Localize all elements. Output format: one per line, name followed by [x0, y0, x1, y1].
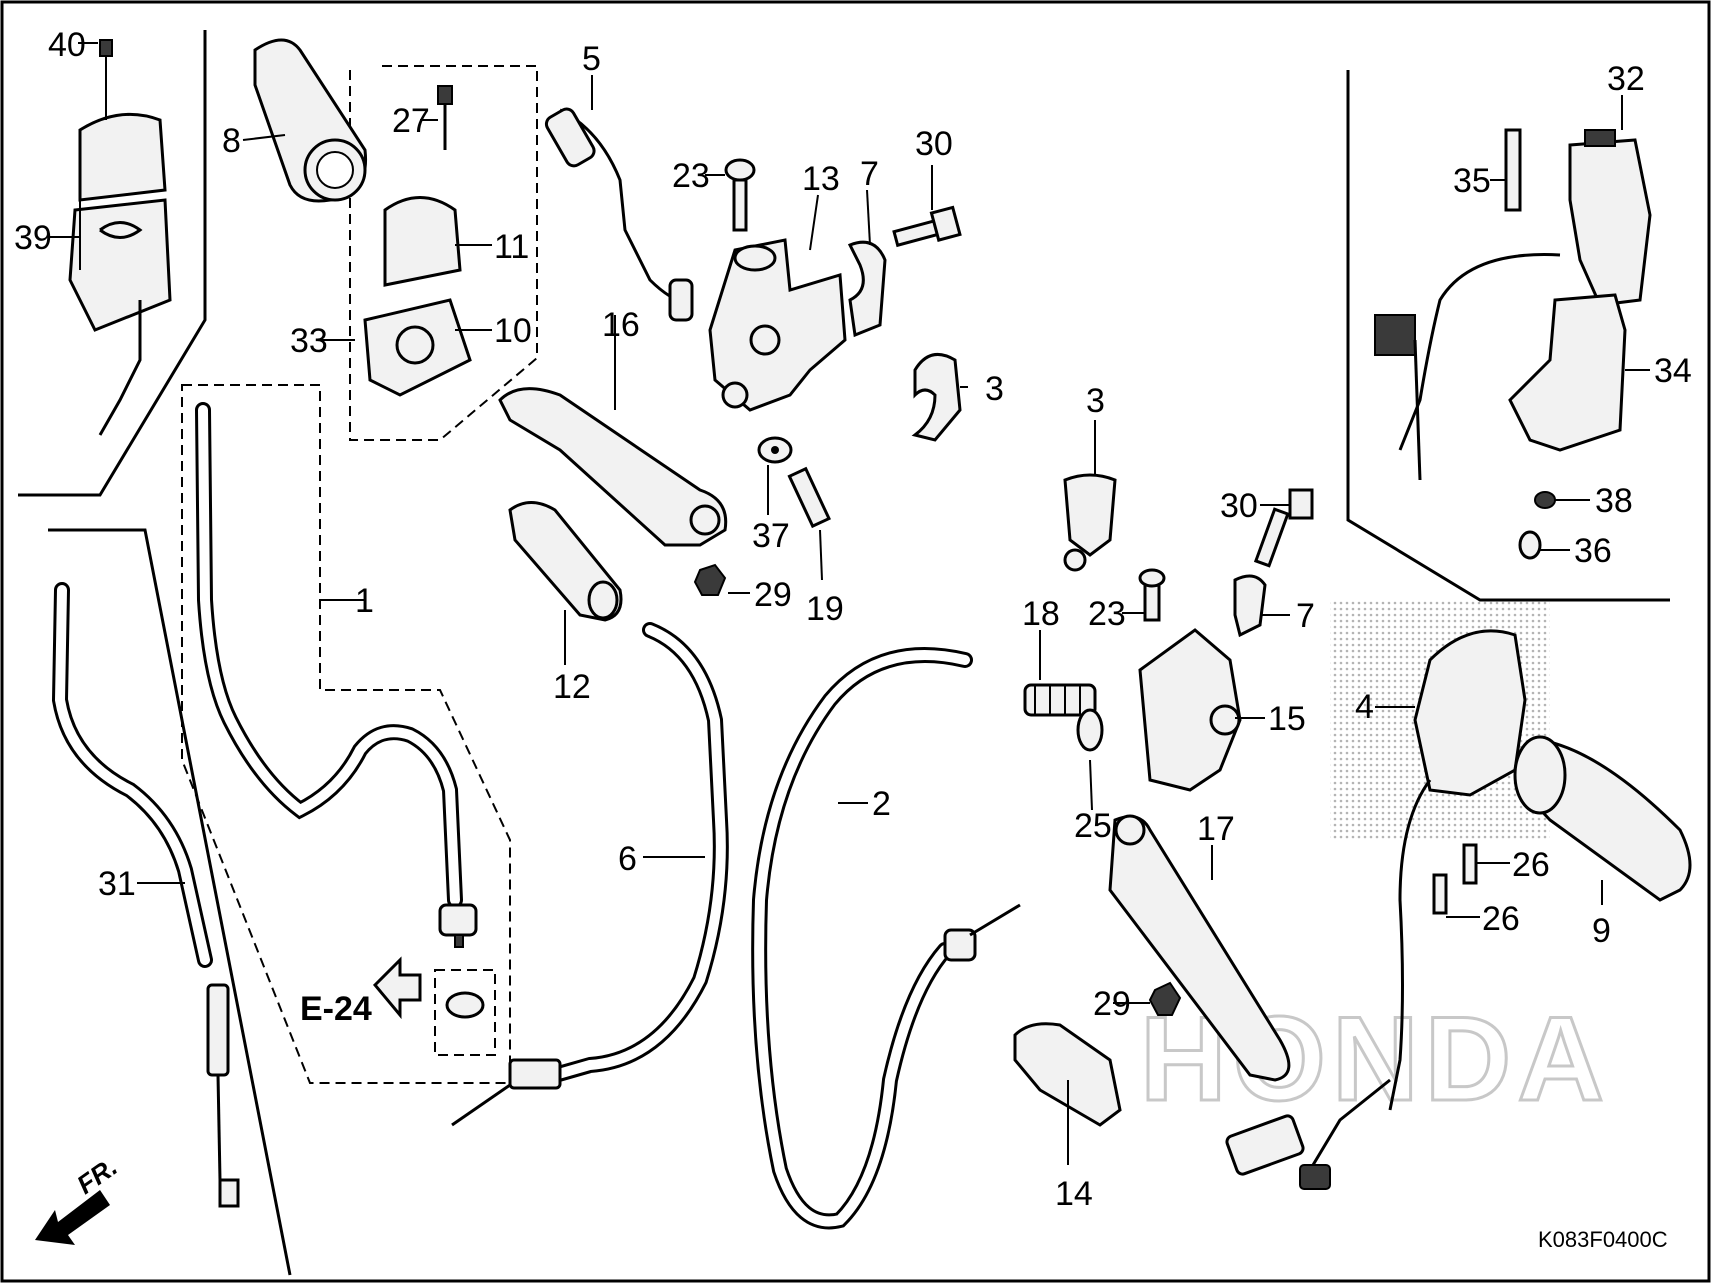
callout-19: 19: [806, 590, 844, 628]
right-grip-9: [1513, 735, 1692, 902]
washer-25: [1076, 708, 1104, 752]
callout-26a: 26: [1512, 846, 1550, 884]
callout-3b: 3: [1086, 382, 1105, 420]
callout-39: 39: [14, 219, 52, 257]
leader-lines: [48, 42, 1650, 1165]
callout-34: 34: [1654, 352, 1692, 390]
bolt-23a: [724, 158, 756, 232]
callout-9: 9: [1592, 912, 1611, 950]
nut-29a: [693, 563, 727, 596]
right-switch-4: [1225, 629, 1527, 1190]
callout-14: 14: [1055, 1175, 1093, 1213]
throttle-cable-31: [51, 582, 240, 1208]
callout-17: 17: [1197, 810, 1235, 848]
callout-23b: 23: [1088, 595, 1126, 633]
clutch-lever-16: [498, 387, 728, 547]
callout-10: 10: [494, 312, 532, 350]
clutch-switch-5: [544, 107, 694, 322]
washer-37: [757, 436, 793, 464]
left-grip: [253, 38, 368, 203]
callout-7b: 7: [1296, 597, 1315, 635]
callout-38: 38: [1595, 482, 1633, 520]
callout-40: 40: [48, 26, 86, 64]
callout-8: 8: [222, 122, 241, 160]
callout-27: 27: [392, 102, 430, 140]
callout-23a: 23: [672, 157, 710, 195]
bolt-30b: [1253, 488, 1314, 568]
bolt-30a: [892, 205, 962, 248]
callout-36: 36: [1574, 532, 1612, 570]
callout-32: 32: [1607, 60, 1645, 98]
callout-1: 1: [355, 582, 374, 620]
callout-30a: 30: [915, 125, 953, 163]
reference-e24: E-24: [300, 990, 372, 1028]
bolt-23b: [1138, 568, 1166, 622]
callout-25: 25: [1074, 807, 1112, 845]
callout-26b: 26: [1482, 900, 1520, 938]
clamp-7a: [847, 240, 887, 338]
lever-cover-12: [508, 501, 623, 622]
section-frames: [18, 30, 1670, 1276]
callout-29a: 29: [754, 576, 792, 614]
lever-cover-14: [1013, 1022, 1122, 1127]
callout-11: 11: [494, 228, 529, 266]
screws-26: [1432, 843, 1478, 915]
brake-lever-17: [1108, 814, 1291, 1082]
clutch-cable-6: [451, 622, 729, 1127]
callout-29b: 29: [1093, 985, 1131, 1023]
callout-16: 16: [602, 306, 640, 344]
callout-35: 35: [1453, 162, 1491, 200]
callout-30b: 30: [1220, 487, 1258, 525]
clamp-3a: [911, 352, 962, 442]
callout-3a: 3: [985, 370, 1004, 408]
ref-e24-group: [372, 956, 496, 1056]
throttle-cable-1: [195, 402, 478, 948]
spring-18: [1023, 683, 1097, 717]
callout-33: 33: [290, 322, 328, 360]
right-switch-box: [1374, 128, 1652, 560]
nut-29b: [1148, 981, 1182, 1016]
clamp-7b: [1233, 574, 1267, 638]
callout-6: 6: [618, 840, 637, 878]
callout-7a: 7: [860, 155, 879, 193]
callout-37: 37: [752, 517, 790, 555]
throttle-housing: [363, 85, 472, 397]
callout-5: 5: [582, 40, 601, 78]
callout-2: 2: [872, 785, 891, 823]
left-switch-housing: [68, 39, 172, 436]
callout-31: 31: [98, 865, 136, 903]
callout-4: 4: [1355, 688, 1374, 726]
callout-13: 13: [802, 160, 840, 198]
front-direction-arrow: FR.: [35, 1151, 123, 1245]
callout-12: 12: [553, 668, 591, 706]
clutch-bracket-13: [708, 238, 847, 412]
clamp-3b: [1063, 473, 1117, 572]
callout-15: 15: [1268, 700, 1306, 738]
brake-master-15: [1138, 628, 1242, 792]
pivot-bolt-19: [787, 466, 831, 529]
callout-labels: 40 39 8 27 11 33 10 5 23 13 7 30 16 3 37…: [14, 26, 1692, 1213]
cable-2: [751, 647, 1021, 1230]
callout-18: 18: [1022, 595, 1060, 633]
direction-label: FR.: [71, 1151, 123, 1200]
drawing-code: K083F0400C: [1538, 1227, 1668, 1252]
